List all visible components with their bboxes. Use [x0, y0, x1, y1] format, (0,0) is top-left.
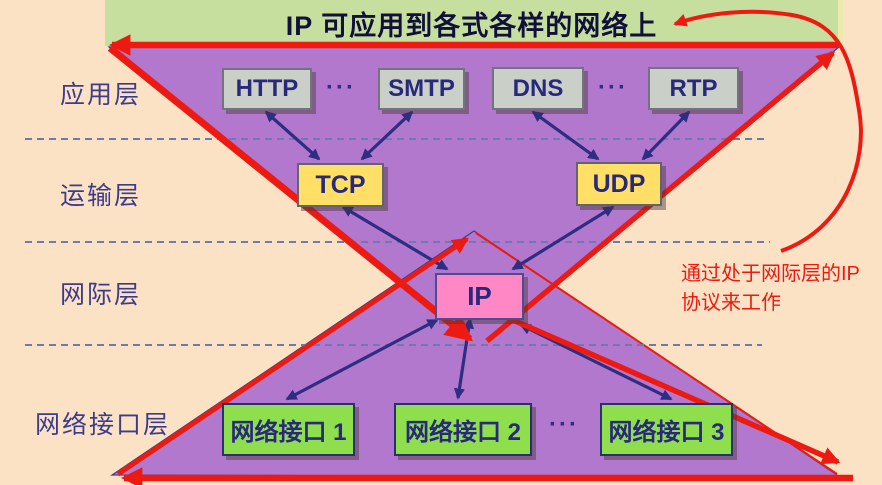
layer-label-internet: 网际层 — [60, 281, 142, 309]
rtp-box: RTP — [648, 67, 739, 110]
red-diagonal-topleft-to-waist — [107, 45, 473, 342]
http-box: HTTP — [222, 68, 312, 110]
layer-label-network-interface: 网络接口层 — [35, 411, 171, 439]
network-interface-2-box: 网络接口 2 — [394, 403, 532, 456]
slide-title: IP 可应用到各式各样的网络上 — [285, 10, 658, 41]
smtp-box: SMTP — [378, 68, 465, 110]
red-diagonal-bottomleft-to-waist — [116, 236, 469, 477]
annotation-note: 通过处于网际层的IP 协议来工作 — [681, 260, 860, 318]
network-interface-3-box: 网络接口 3 — [600, 403, 733, 456]
red-diagonal-waist-to-bottomright — [456, 293, 841, 465]
tcp-box: TCP — [297, 163, 384, 207]
udp-box: UDP — [576, 162, 662, 206]
arrow-http-tcp — [264, 110, 321, 161]
layer-label-application: 应用层 — [60, 81, 142, 109]
title-banner: IP 可应用到各式各样的网络上 — [105, 0, 843, 46]
arrow-tcp-ip — [341, 205, 449, 271]
dns-box: DNS — [492, 67, 584, 110]
arrow-ip-nif1 — [285, 318, 439, 401]
ellipsis-application-right: ··· — [598, 74, 628, 101]
arrow-rtp-udp — [641, 110, 691, 161]
ellipsis-interfaces: ··· — [549, 411, 579, 438]
arrow-udp-ip — [511, 205, 615, 271]
ip-box: IP — [435, 273, 524, 320]
network-interface-1-box: 网络接口 1 — [222, 403, 355, 456]
red-curved-arrow — [673, 9, 863, 253]
annotation-line-2: 协议来工作 — [681, 292, 781, 314]
arrow-smtp-tcp — [360, 110, 414, 161]
arrow-dns-udp — [531, 110, 600, 161]
ellipsis-application-left: ··· — [326, 74, 356, 101]
layer-label-transport: 运输层 — [60, 182, 142, 210]
annotation-line-1: 通过处于网际层的IP — [681, 263, 860, 285]
